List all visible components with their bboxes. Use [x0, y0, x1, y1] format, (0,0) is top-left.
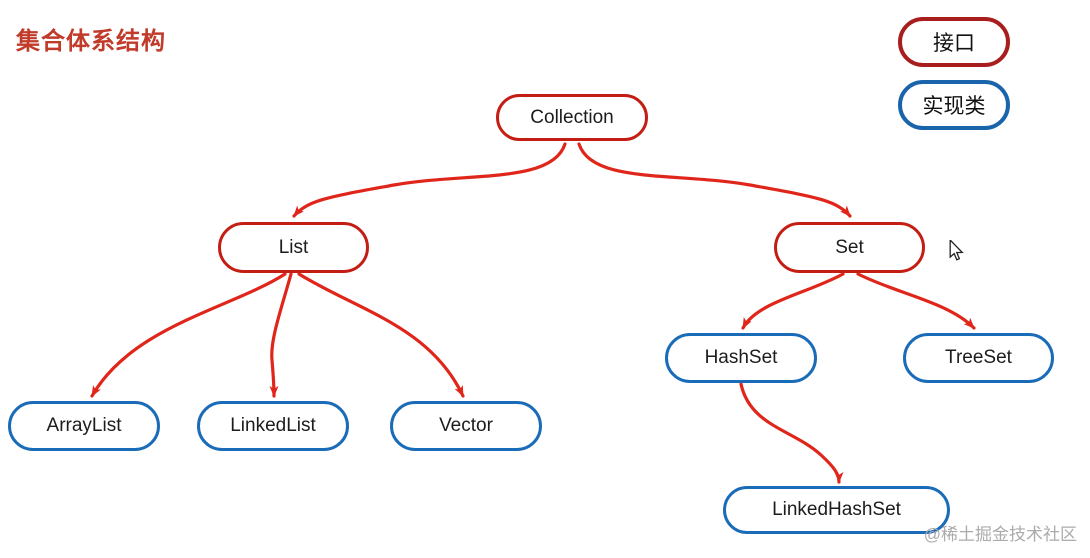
legend-implementation-label: 实现类 [922, 95, 986, 118]
legend-implementation-box: 实现类 [898, 80, 1010, 130]
legend-interface-label: 接口 [933, 32, 975, 55]
node-set: Set [774, 222, 925, 273]
node-linkedlist: LinkedList [197, 401, 349, 451]
node-vector: Vector [390, 401, 542, 451]
edge-list-vector [297, 272, 465, 398]
node-treeset: TreeSet [903, 333, 1054, 383]
page-title: 集合体系结构 [16, 28, 166, 55]
watermark: @稀土掘金技术社区 [923, 525, 1077, 544]
node-linkedhashset: LinkedHashSet [723, 486, 950, 534]
edge-collection-list [292, 142, 567, 218]
edge-set-hashset [741, 272, 845, 330]
legend-interface-box: 接口 [898, 17, 1010, 67]
edge-list-arraylist [90, 272, 287, 398]
node-collection: Collection [496, 94, 648, 141]
mouse-cursor-icon [948, 238, 964, 267]
edge-list-linkedlist [269, 272, 293, 398]
edge-collection-set [577, 142, 852, 218]
node-hashset: HashSet [665, 333, 817, 383]
edge-set-treeset [856, 272, 976, 330]
edge-hashset-linkedhashset [739, 382, 844, 484]
node-list: List [218, 222, 369, 273]
node-arraylist: ArrayList [8, 401, 160, 451]
